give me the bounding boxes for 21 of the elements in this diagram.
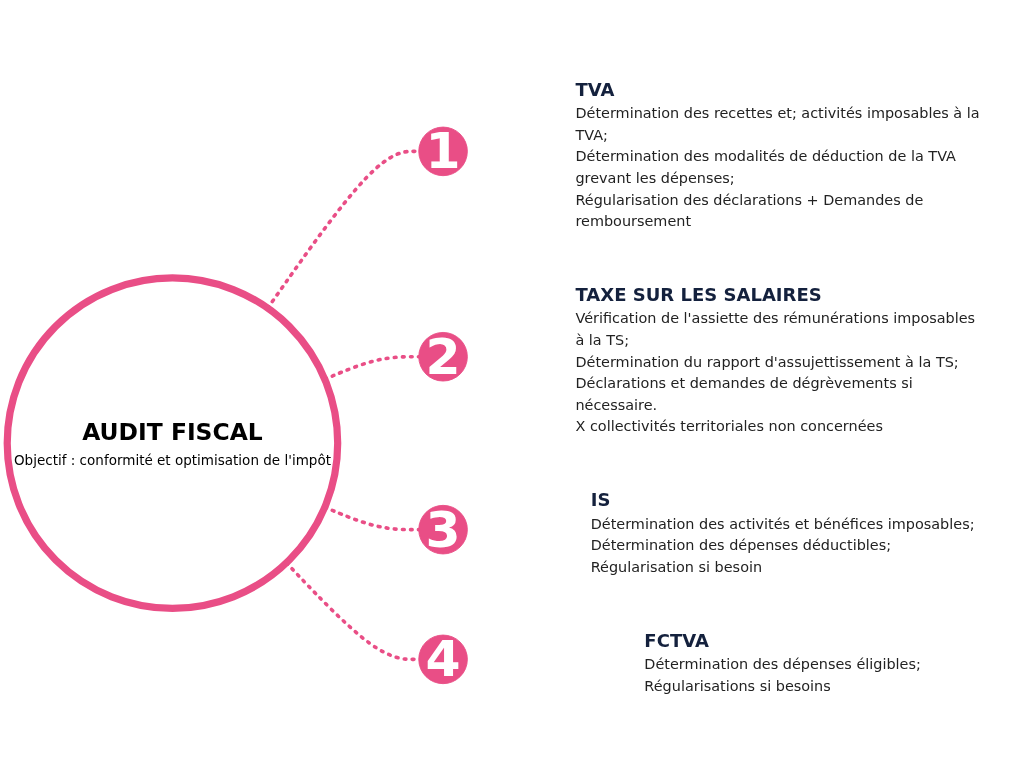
node-label: FCTVA [644, 629, 709, 652]
node-label: Détermination des recettes et; activités imposables à la TVA; [575, 104, 980, 144]
node-label: Détermination des dépenses éligibles; [644, 656, 921, 674]
node-circle: 1 [418, 126, 468, 177]
node-circle: 3 [418, 505, 468, 555]
node-label: IS [590, 489, 611, 511]
node-label: Vérification de l'assiette des rémunérations imposables à la TS; [575, 310, 976, 349]
node-label: Régularisation si besoin [590, 558, 763, 576]
node-label: Régularisations si besoins [644, 677, 831, 695]
node-circle: 2 [418, 332, 468, 382]
node-label: Déclarations et demandes de dégrèvements si nécessaire. [575, 374, 913, 414]
node-label: TAXE SUR LES SALAIRES [575, 284, 822, 306]
node-label: Détermination des dépenses déductibles; [590, 537, 892, 555]
node-label: X collectivités territoriales non concernées [575, 418, 883, 436]
node-label: Détermination des activités et bénéfices imposables; [590, 515, 975, 533]
node-label: Régularisation des déclarations + Demandes de remboursement [575, 191, 924, 230]
node-circle: AUDIT FISCAL Objectif : conformité et optimisation de l'impôt [3, 274, 342, 613]
node-label: Détermination du rapport d'assujettissement à la TS; [575, 353, 959, 371]
node-label: Détermination des modalités de déduction de la TVA grevant les dépenses; [575, 148, 956, 187]
node-circle: 4 [418, 634, 468, 685]
node-label: TVA [575, 78, 615, 101]
